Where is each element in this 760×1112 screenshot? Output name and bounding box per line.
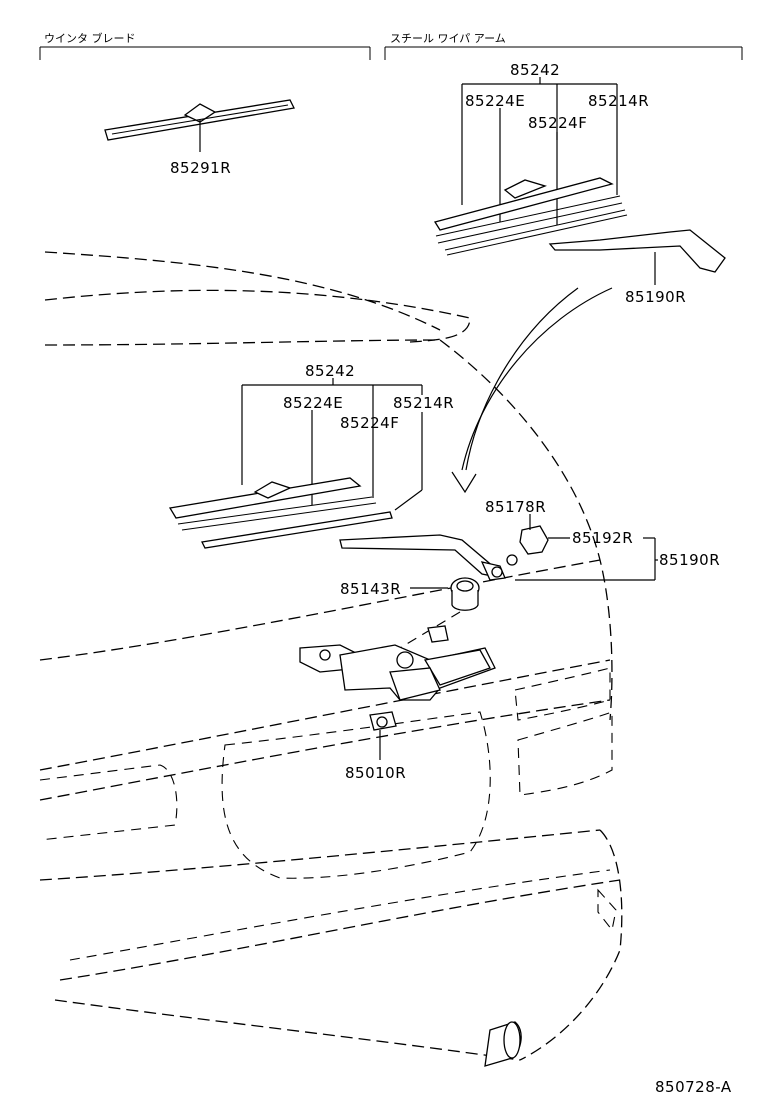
cap-arm-leaders: [515, 537, 658, 581]
main-blade-drawing: [168, 477, 393, 549]
label-main-85242: 85242: [305, 362, 355, 380]
label-85010R: 85010R: [345, 764, 406, 782]
header-right: スチール ワイパ アーム: [384, 32, 743, 60]
label-main-85214R: 85214R: [393, 394, 454, 412]
label-85143R: 85143R: [340, 580, 401, 598]
label-top-85224F: 85224F: [528, 114, 587, 132]
pivot-cap-drawing: [399, 577, 480, 649]
header-winter-blade: ウインタ ブレード: [44, 31, 136, 45]
label-top-85190R: 85190R: [625, 288, 686, 306]
header-steel-wiper-arm: スチール ワイパ アーム: [390, 32, 506, 45]
nut-cap-drawing: [506, 514, 549, 566]
label-main-85224F: 85224F: [340, 414, 399, 432]
header-left: ウインタ ブレード: [39, 31, 371, 60]
top-blade-drawing: [433, 177, 628, 256]
pointer-arrow: [451, 287, 613, 494]
motor-drawing: [299, 625, 496, 760]
label-85178R: 85178R: [485, 498, 546, 516]
label-top-85214R: 85214R: [588, 92, 649, 110]
label-main-85224E: 85224E: [283, 394, 343, 412]
label-main-85190R: 85190R: [659, 551, 720, 569]
figure-code: 850728-A: [655, 1078, 732, 1096]
label-top-85224E: 85224E: [465, 92, 525, 110]
vehicle-body-outline: [39, 251, 623, 1067]
label-85291R: 85291R: [170, 159, 231, 177]
top-arm-drawing: [548, 229, 726, 285]
label-top-85242: 85242: [510, 61, 560, 79]
winter-blade-drawing: [104, 99, 295, 152]
label-85192R: 85192R: [572, 529, 633, 547]
main-arm-drawing: [339, 534, 506, 581]
